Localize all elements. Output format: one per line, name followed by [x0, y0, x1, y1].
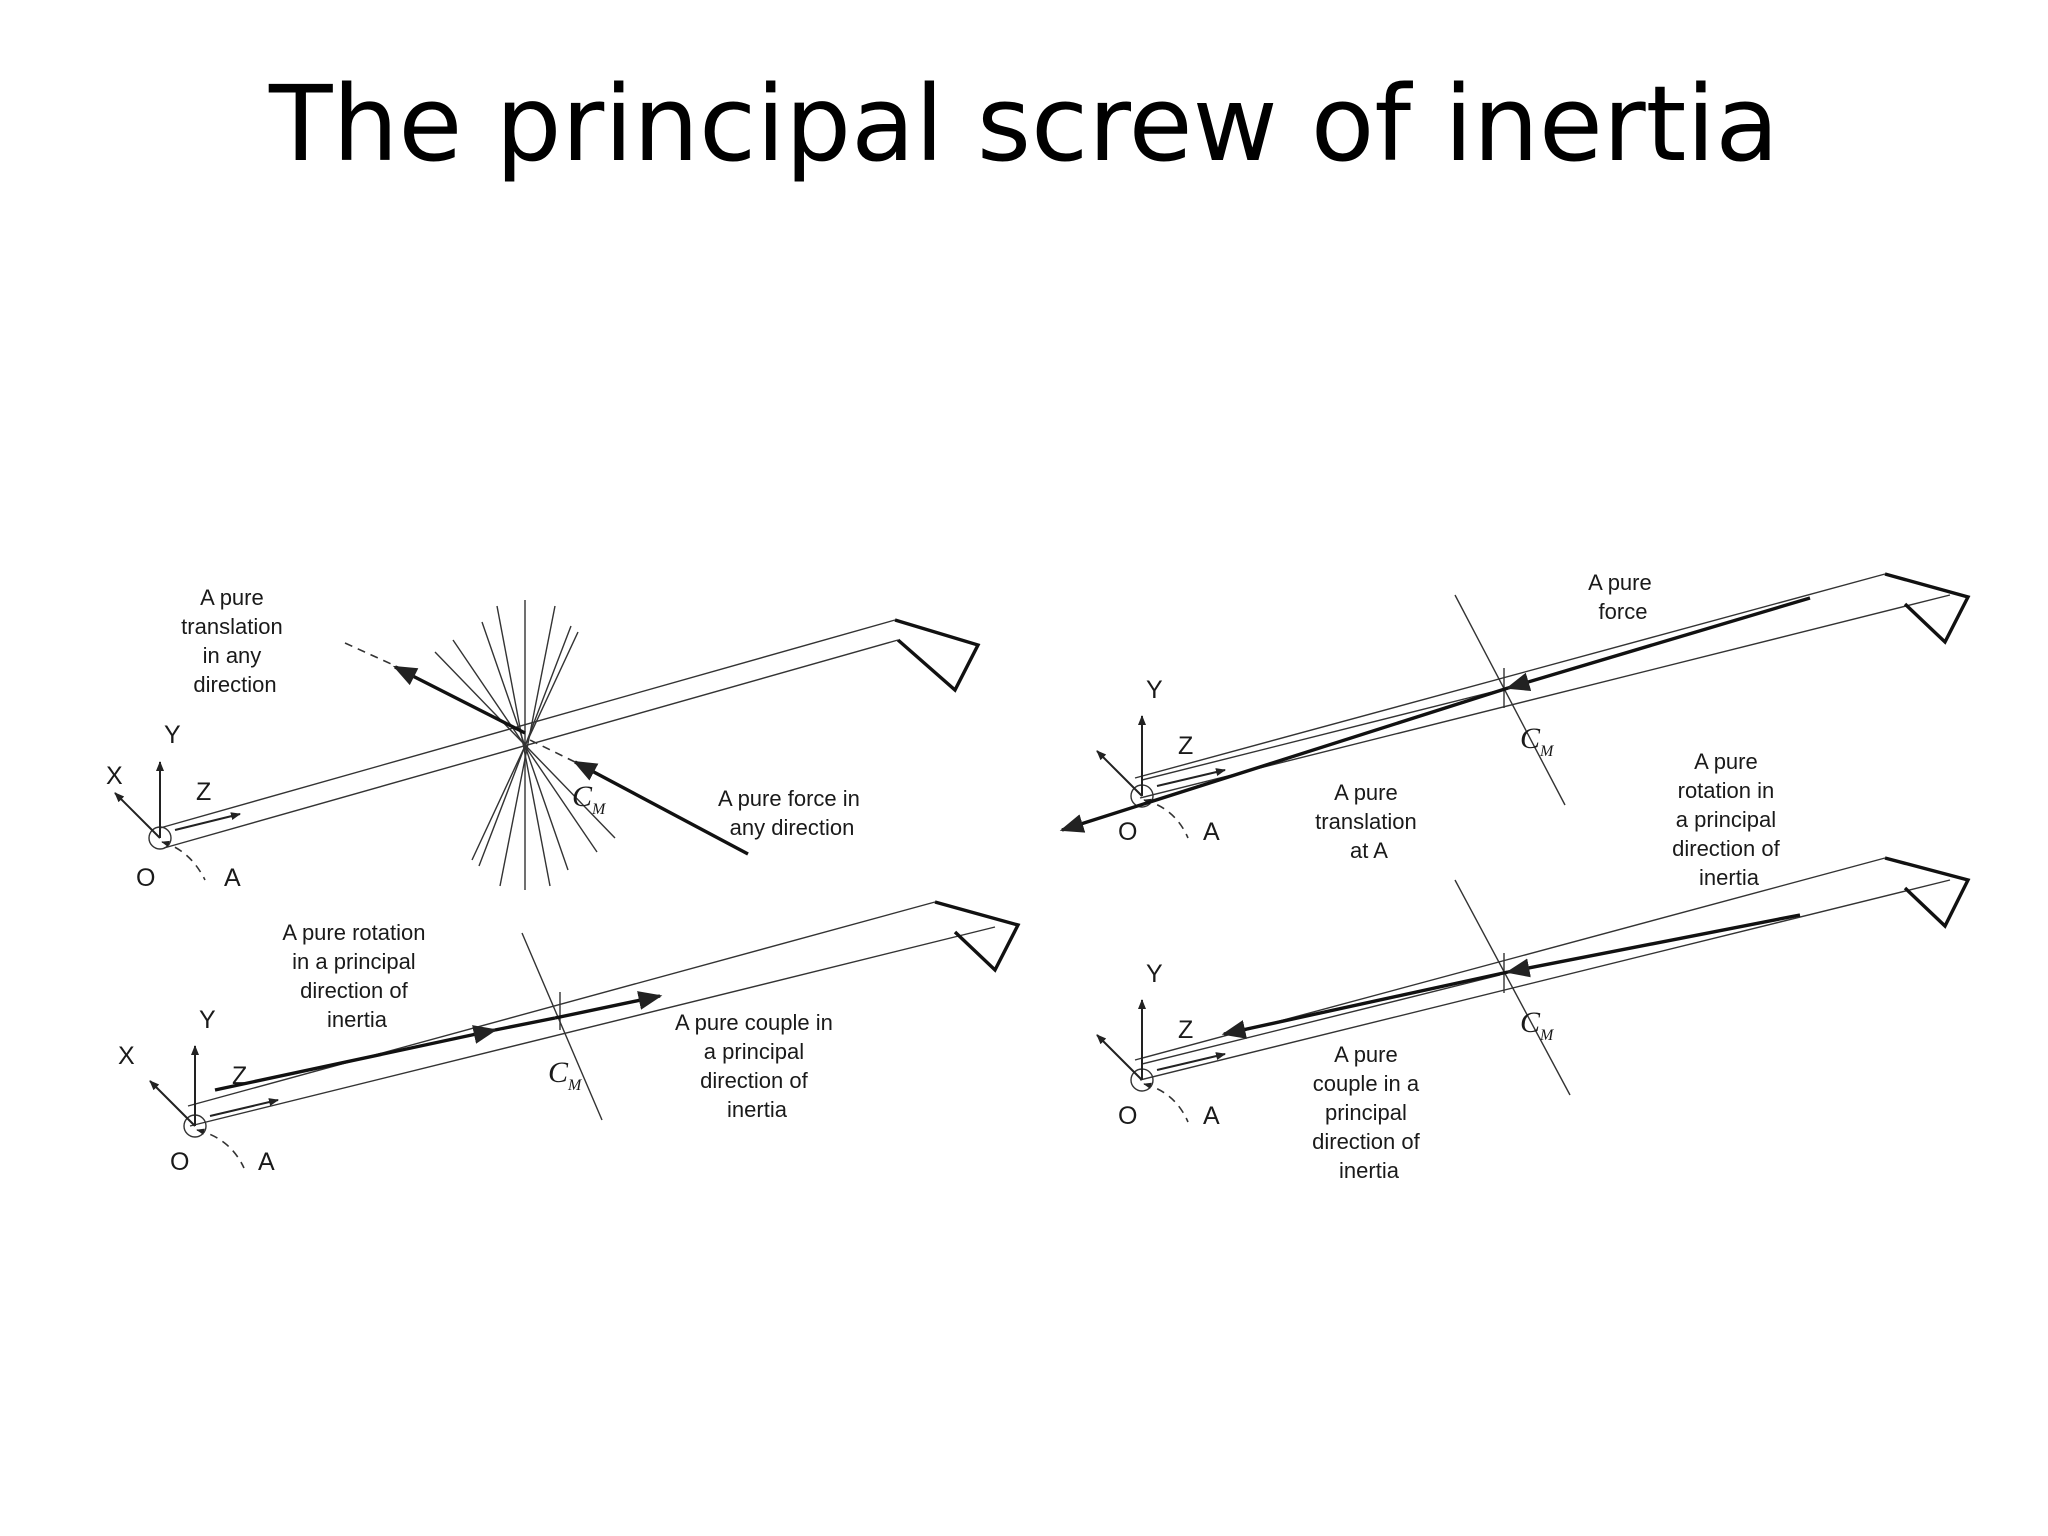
point-a-label: A	[258, 1148, 275, 1176]
robot-link	[1130, 572, 1971, 808]
origin-label: O	[1118, 1102, 1137, 1130]
panel-top-left: X Y Z O A	[106, 585, 981, 892]
panel-bottom-right: Y Z O A CM A pure couple in a principal …	[1096, 856, 1971, 1183]
axis-y-label: Y	[164, 721, 181, 749]
axis-x-label: X	[118, 1042, 135, 1070]
translation-arrow	[344, 642, 526, 735]
slide-title: The principal screw of inertia	[268, 63, 1780, 185]
axis-x-label: X	[106, 762, 123, 790]
point-a-label: A	[1203, 818, 1220, 846]
force-arrow	[1505, 596, 1811, 692]
panel-top-right: Y Z O A CM A pure force A pure translati…	[1059, 570, 1971, 890]
principal-line	[1454, 594, 1566, 806]
couple-arrow	[554, 991, 663, 1020]
principal-line	[1454, 879, 1571, 1096]
axis-y-label: Y	[1146, 676, 1163, 704]
svg-text:CM: CM	[1520, 1006, 1555, 1044]
robot-link	[148, 618, 981, 850]
axis-y-label: Y	[199, 1006, 216, 1034]
coordinate-axes: X Y Z O A	[118, 1006, 279, 1176]
origin-label: O	[1118, 818, 1137, 846]
label-pure-translation: A pure translation at A	[1315, 780, 1423, 863]
couple-arrow-left	[1221, 970, 1509, 1039]
axis-z-label: Z	[1178, 1016, 1193, 1044]
axis-z-label: Z	[196, 778, 211, 806]
cm-label: CM	[548, 1056, 583, 1094]
label-pure-couple: A pure couple in a principal direction o…	[675, 1010, 839, 1122]
principal-line	[521, 932, 603, 1121]
couple-arrow-right	[1505, 913, 1801, 978]
coordinate-axes: X Y Z O A	[106, 721, 241, 892]
cm-label: CM	[1520, 1006, 1555, 1044]
rotation-arrow	[214, 1016, 556, 1092]
label-pure-force: A pure force in any direction	[718, 786, 866, 840]
coordinate-axes: Y Z O A	[1096, 676, 1226, 846]
translation-arrow	[1059, 686, 1509, 833]
origin-label: O	[136, 864, 155, 892]
svg-text:CM: CM	[572, 780, 607, 818]
svg-text:CM: CM	[548, 1056, 583, 1094]
label-pure-translation: A pure translation in any direction	[181, 585, 289, 697]
point-a-label: A	[1203, 1102, 1220, 1130]
svg-text:CM: CM	[1520, 722, 1555, 760]
axis-y-label: Y	[1146, 960, 1163, 988]
cm-label: CM	[572, 780, 607, 818]
cm-label: CM	[1520, 722, 1555, 760]
label-pure-rotation: A pure rotation in a principal direction…	[282, 920, 431, 1032]
axis-z-label: Z	[1178, 732, 1193, 760]
label-pure-rotation: A pure rotation in a principal direction…	[1672, 749, 1786, 890]
panel-bottom-left: X Y Z O A CM A pure rotation in a princi…	[118, 900, 1021, 1176]
label-pure-couple: A pure couple in a principal direction o…	[1312, 1042, 1426, 1183]
origin-label: O	[170, 1148, 189, 1176]
label-pure-force: A pure force	[1588, 570, 1658, 624]
coordinate-axes: Y Z O A	[1096, 960, 1226, 1130]
star-of-lines	[434, 600, 616, 890]
point-a-label: A	[224, 864, 241, 892]
force-arrow	[529, 739, 749, 856]
